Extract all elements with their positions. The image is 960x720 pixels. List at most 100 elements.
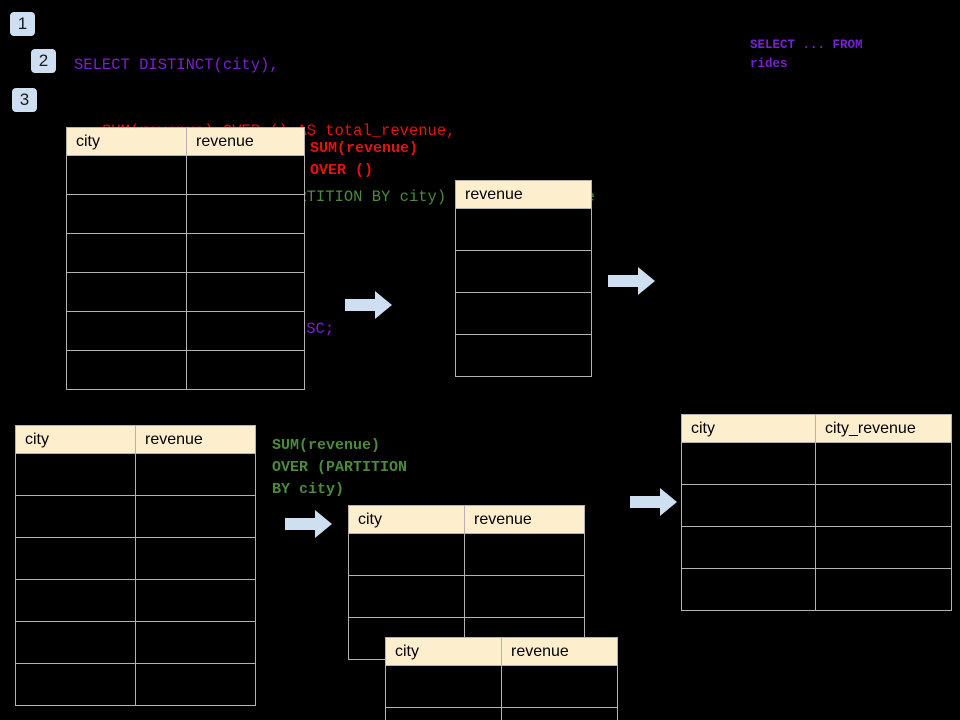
table-header-row: city revenue xyxy=(66,127,305,156)
cell-city xyxy=(15,537,136,580)
cell-city xyxy=(385,707,502,720)
cell-revenue xyxy=(135,579,256,622)
cell-city xyxy=(681,568,816,611)
cell-city xyxy=(66,194,187,234)
cell-revenue xyxy=(464,533,585,576)
table-row xyxy=(15,621,256,664)
table-header-row: city revenue xyxy=(348,505,585,534)
column-header-city-revenue: city_revenue xyxy=(815,414,952,443)
cell-city xyxy=(66,311,187,351)
cell-revenue xyxy=(135,453,256,496)
table-row xyxy=(385,707,618,720)
table-row xyxy=(66,272,305,312)
table-row xyxy=(385,665,618,708)
table-row xyxy=(455,292,592,335)
column-header-city: city xyxy=(15,425,136,454)
cell-revenue xyxy=(135,537,256,580)
partition-group-table-back: city revenue xyxy=(348,505,585,660)
cell-revenue xyxy=(455,208,592,251)
table-row xyxy=(681,526,952,569)
table-row xyxy=(15,495,256,538)
partition-group-table-front: city revenue xyxy=(385,637,618,720)
table-row xyxy=(348,575,585,618)
cell-city-revenue xyxy=(815,526,952,569)
table-row xyxy=(455,208,592,251)
column-header-city: city xyxy=(66,127,187,156)
table-row xyxy=(681,484,952,527)
cell-city-revenue xyxy=(815,442,952,485)
column-header-city: city xyxy=(348,505,465,534)
cell-revenue xyxy=(455,250,592,293)
arrow-total-to-result-icon xyxy=(608,267,655,295)
table-row xyxy=(66,233,305,273)
cell-revenue xyxy=(501,665,618,708)
cell-city xyxy=(15,663,136,706)
cell-city xyxy=(15,453,136,496)
column-header-revenue: revenue xyxy=(186,127,305,156)
table-row xyxy=(66,155,305,195)
cell-revenue xyxy=(135,621,256,664)
column-header-city: city xyxy=(681,414,816,443)
table-row xyxy=(66,194,305,234)
column-header-revenue: revenue xyxy=(464,505,585,534)
cell-revenue xyxy=(186,194,305,234)
column-header-revenue: revenue xyxy=(455,180,592,209)
cell-city xyxy=(66,233,187,273)
cell-city xyxy=(15,495,136,538)
cell-revenue xyxy=(186,233,305,273)
table-row xyxy=(15,579,256,622)
rides-source-table: city revenue xyxy=(66,127,305,390)
table-row xyxy=(455,334,592,377)
city-revenue-result-table: city city_revenue xyxy=(681,414,952,611)
annotation-sum-over-empty: SUM(revenue) OVER () xyxy=(310,140,419,179)
cell-city xyxy=(15,621,136,664)
cell-city xyxy=(348,533,465,576)
column-header-revenue: revenue xyxy=(135,425,256,454)
cell-city xyxy=(681,442,816,485)
cell-city xyxy=(681,484,816,527)
table-header-row: revenue xyxy=(455,180,592,209)
cell-city xyxy=(348,575,465,618)
annotation-sum-over-partition: SUM(revenue) OVER (PARTITION BY city) xyxy=(272,437,408,498)
cell-revenue xyxy=(455,292,592,335)
cell-city-revenue xyxy=(815,568,952,611)
cell-city xyxy=(385,665,502,708)
table-row xyxy=(66,311,305,351)
table-row xyxy=(455,250,592,293)
table-header-row: city revenue xyxy=(385,637,618,666)
step-badge-3: 3 xyxy=(12,88,37,112)
cell-revenue xyxy=(464,575,585,618)
table-row xyxy=(15,453,256,496)
cell-revenue xyxy=(186,350,305,390)
cell-revenue xyxy=(501,707,618,720)
cell-city xyxy=(66,155,187,195)
step-badge-1: 1 xyxy=(10,12,35,36)
cell-city xyxy=(15,579,136,622)
cell-revenue xyxy=(186,311,305,351)
table-row xyxy=(681,568,952,611)
cell-city xyxy=(681,526,816,569)
column-header-revenue: revenue xyxy=(501,637,618,666)
total-revenue-table: revenue xyxy=(455,180,592,377)
table-row xyxy=(66,350,305,390)
cell-city xyxy=(66,272,187,312)
arrow-partition-to-result-icon xyxy=(630,488,677,516)
annotation-select-from-rides: SELECT ... FROM rides xyxy=(750,38,863,71)
table-row xyxy=(15,537,256,580)
cell-city xyxy=(66,350,187,390)
table-header-row: city city_revenue xyxy=(681,414,952,443)
cell-revenue xyxy=(186,272,305,312)
table-row xyxy=(348,533,585,576)
arrow-source-to-partition-icon xyxy=(285,510,332,538)
cell-revenue xyxy=(135,495,256,538)
cell-city-revenue xyxy=(815,484,952,527)
sql-line-select: SELECT DISTINCT(city), xyxy=(74,56,279,74)
table-row xyxy=(681,442,952,485)
cell-revenue xyxy=(186,155,305,195)
table-row xyxy=(15,663,256,706)
column-header-city: city xyxy=(385,637,502,666)
cell-revenue xyxy=(455,334,592,377)
cell-revenue xyxy=(135,663,256,706)
rides-source-table-lower: city revenue xyxy=(15,425,256,706)
